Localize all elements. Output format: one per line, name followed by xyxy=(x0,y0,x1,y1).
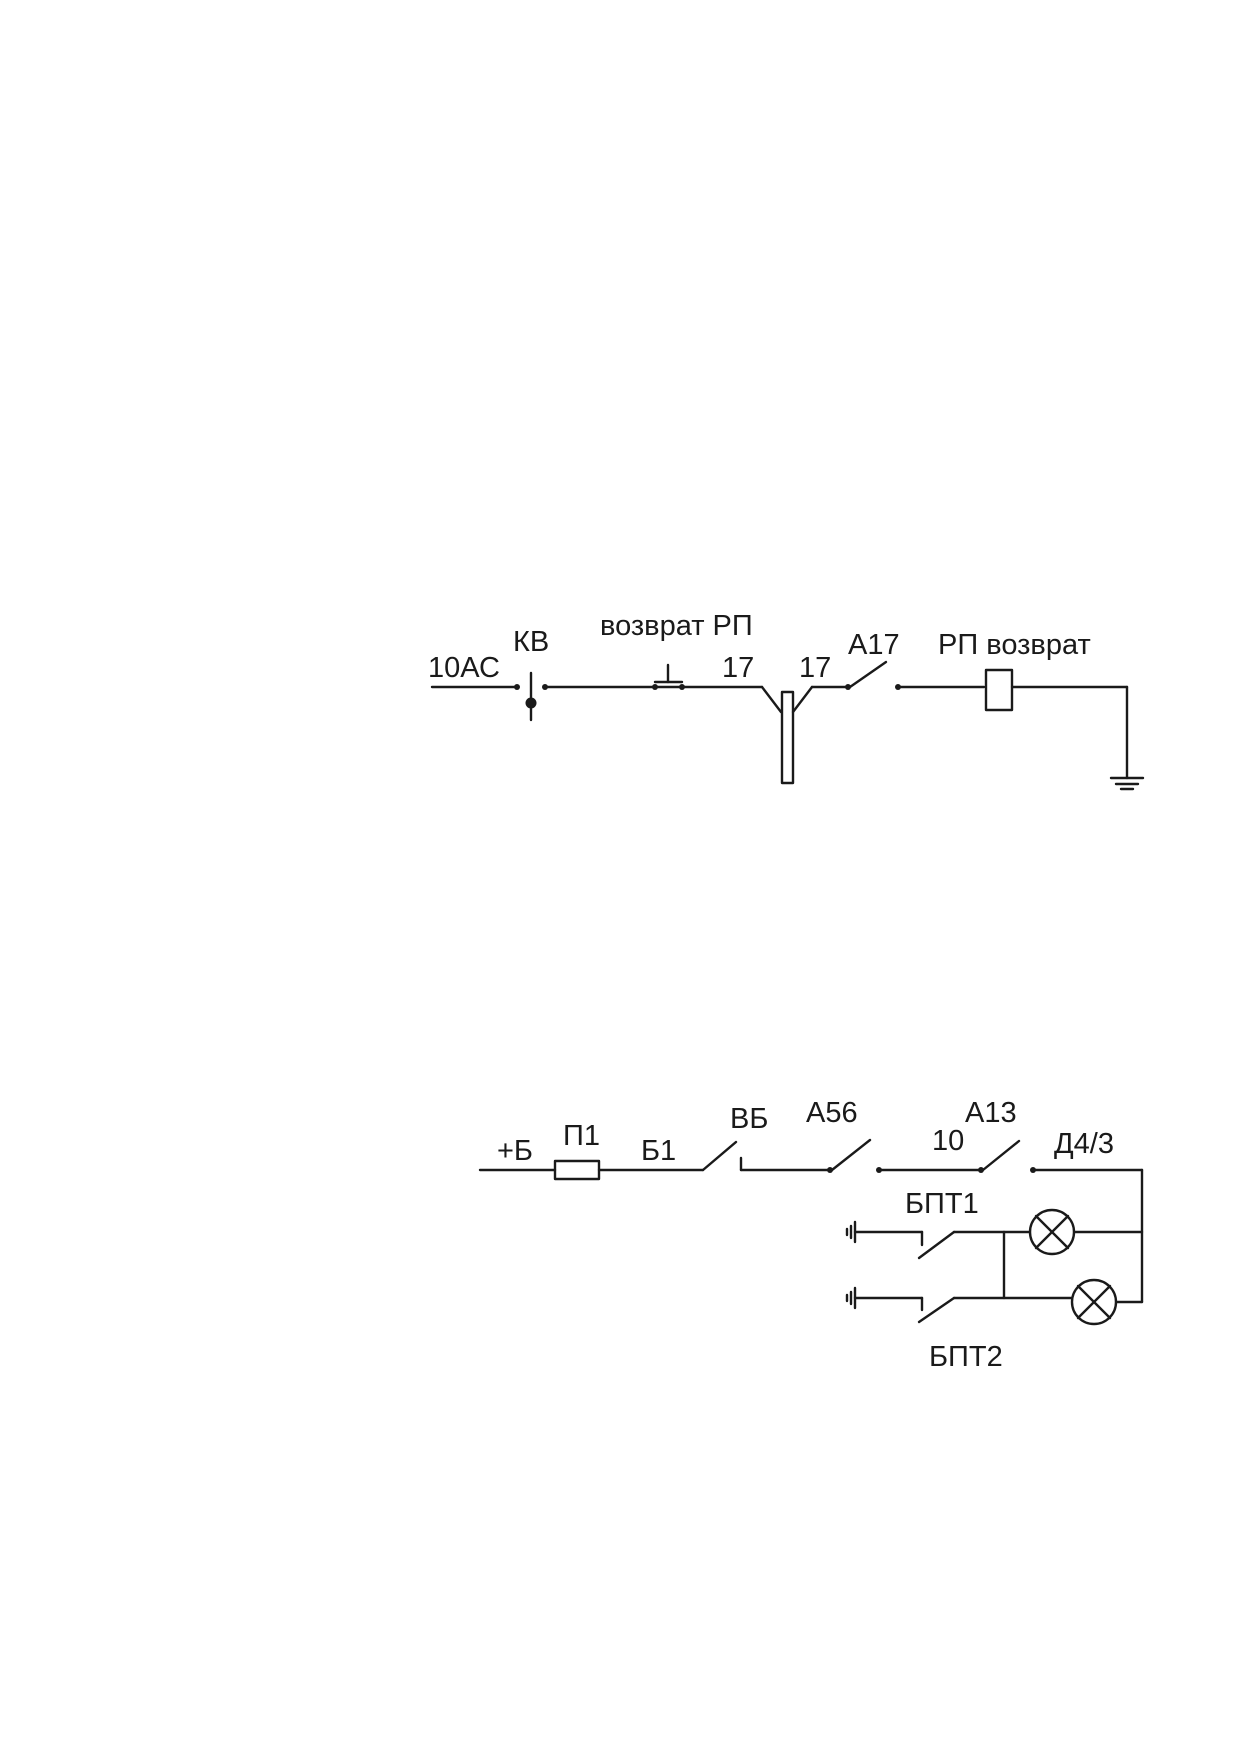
bpt2-branch xyxy=(853,1296,1074,1324)
label-b1: Б1 xyxy=(641,1135,676,1167)
label-p1: П1 xyxy=(563,1120,600,1152)
bpt1-branch xyxy=(853,1230,1032,1260)
label-10: 10 xyxy=(932,1125,964,1157)
circuit-1: 10АС КВ возврат РП 17 17 А17 РП возврат xyxy=(428,610,1145,791)
a17-contact xyxy=(848,660,888,689)
terminal-block-17 xyxy=(760,685,814,785)
label-a13: А13 xyxy=(965,1097,1017,1129)
lamp-1 xyxy=(1028,1208,1076,1256)
kv-terminal xyxy=(542,684,548,690)
a13-terminal xyxy=(978,1167,984,1173)
label-return-button: возврат РП xyxy=(600,610,753,642)
a56-terminal xyxy=(827,1167,833,1173)
relay-terminal xyxy=(895,684,901,690)
chassis-ground-1 xyxy=(845,1220,857,1244)
a13-contact xyxy=(981,1139,1021,1172)
label-bpt2: БПТ2 xyxy=(929,1341,1003,1373)
input-terminal xyxy=(514,684,520,690)
label-d43: Д4/3 xyxy=(1054,1128,1114,1160)
label-terminal-17-left: 17 xyxy=(722,652,754,684)
label-terminal-17-right: 17 xyxy=(799,652,831,684)
push-button xyxy=(652,663,685,690)
a56-contact xyxy=(830,1138,872,1172)
circuit-2: +Б П1 Б1 ВБ А56 10 А13 Д4/3 БПТ1 БПТ2 xyxy=(478,1097,1144,1373)
label-a56: А56 xyxy=(806,1097,858,1129)
label-bpt1: БПТ1 xyxy=(905,1188,979,1220)
ground-symbol xyxy=(1109,685,1145,791)
kv-switch xyxy=(525,671,537,722)
label-kv: КВ xyxy=(513,626,549,658)
label-a17: А17 xyxy=(848,629,900,661)
vb-switch xyxy=(701,1140,743,1172)
a17-terminal xyxy=(845,684,851,690)
label-10ac: 10АС xyxy=(428,652,500,684)
fuse xyxy=(553,1159,601,1181)
chassis-ground-2 xyxy=(845,1286,857,1310)
a56-out-terminal xyxy=(876,1167,882,1173)
d43-terminal xyxy=(1030,1167,1036,1173)
label-vb: ВБ xyxy=(730,1103,768,1135)
lamp-2 xyxy=(1070,1278,1118,1326)
relay-coil xyxy=(984,668,1014,712)
label-plus-b: +Б xyxy=(497,1135,533,1167)
label-relay: РП возврат xyxy=(938,629,1091,661)
